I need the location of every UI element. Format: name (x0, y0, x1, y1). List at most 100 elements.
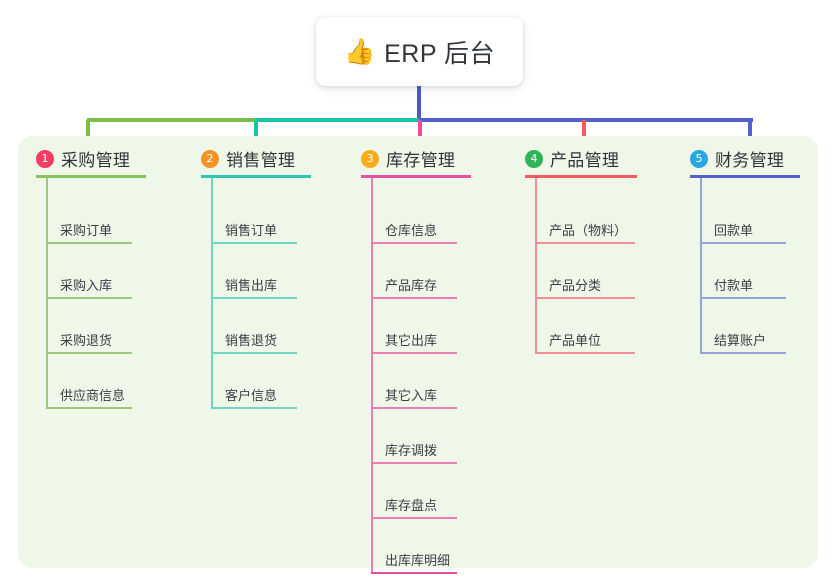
leaf-item-label: 仓库信息 (385, 223, 438, 238)
category-title-1: 采购管理 (61, 151, 131, 170)
leaf-item[interactable]: 付款单 (700, 249, 786, 299)
category-header-3[interactable]: 3 库存管理 (361, 146, 455, 171)
category-column-1: 1 采购管理采购订单采购入库采购退货供应商信息 (36, 136, 186, 568)
connector-drop-1 (86, 120, 90, 148)
leaf-item[interactable]: 产品（物料） (535, 194, 635, 244)
leaf-item-underline (700, 352, 786, 354)
leaf-item-underline (46, 242, 132, 244)
category-spine-5 (700, 178, 702, 354)
leaf-item-label: 采购退货 (60, 333, 113, 348)
leaf-item-underline (700, 242, 786, 244)
category-title-5: 财务管理 (715, 151, 785, 170)
category-underline-5 (690, 175, 800, 178)
leaf-item-label: 采购订单 (60, 223, 113, 238)
leaf-item[interactable]: 销售订单 (211, 194, 297, 244)
connector-drop-5 (748, 120, 752, 148)
leaf-item[interactable]: 出库库明细 (371, 524, 457, 574)
leaf-item-underline (46, 407, 132, 409)
root-node-title: ERP 后台 (384, 39, 496, 68)
category-underline-2 (201, 175, 311, 178)
category-spine-2 (211, 178, 213, 409)
category-title-2: 销售管理 (226, 151, 296, 170)
leaf-item-label: 回款单 (714, 223, 754, 238)
category-column-5: 5 财务管理回款单付款单结算账户 (690, 136, 820, 568)
category-badge-5: 5 (690, 149, 708, 168)
category-header-2[interactable]: 2 销售管理 (201, 146, 295, 171)
leaf-item-label: 结算账户 (714, 333, 767, 348)
leaf-item[interactable]: 其它出库 (371, 304, 457, 354)
leaf-item-underline (371, 407, 457, 409)
leaf-item-underline (211, 407, 297, 409)
thumbs-up-emoji: 👍 (343, 38, 376, 66)
leaf-item-underline (371, 517, 457, 519)
leaf-item-underline (535, 297, 635, 299)
category-spine-1 (46, 178, 48, 409)
leaf-item-label: 采购入库 (60, 278, 113, 293)
leaf-item[interactable]: 采购退货 (46, 304, 132, 354)
leaf-item-label: 客户信息 (225, 388, 278, 403)
leaf-item[interactable]: 仓库信息 (371, 194, 457, 244)
connector-drop-4 (582, 120, 586, 148)
category-title-3: 库存管理 (386, 151, 456, 170)
connector-drop-2 (254, 120, 258, 148)
category-spine-3 (371, 178, 373, 574)
leaf-item-underline (46, 297, 132, 299)
leaf-item[interactable]: 回款单 (700, 194, 786, 244)
category-column-2: 2 销售管理销售订单销售出库销售退货客户信息 (201, 136, 351, 568)
leaf-item-underline (211, 352, 297, 354)
leaf-item-label: 出库库明细 (385, 553, 451, 568)
leaf-item[interactable]: 库存调拨 (371, 414, 457, 464)
category-badge-2: 2 (201, 149, 219, 168)
leaf-item-label: 销售订单 (225, 223, 278, 238)
leaf-item[interactable]: 产品库存 (371, 249, 457, 299)
category-spine-4 (535, 178, 537, 354)
leaf-item-underline (371, 242, 457, 244)
leaf-item-label: 产品库存 (385, 278, 438, 293)
leaf-item-label: 产品（物料） (549, 223, 628, 238)
leaf-item[interactable]: 其它入库 (371, 359, 457, 409)
leaf-item[interactable]: 采购订单 (46, 194, 132, 244)
connector-bar-segment-2 (255, 118, 421, 122)
leaf-item-label: 产品单位 (549, 333, 602, 348)
leaf-item-underline (211, 242, 297, 244)
leaf-item-underline (46, 352, 132, 354)
category-underline-4 (525, 175, 637, 178)
leaf-item-underline (371, 572, 457, 574)
category-underline-1 (36, 175, 146, 178)
leaf-item-underline (371, 352, 457, 354)
leaf-item-label: 产品分类 (549, 278, 602, 293)
leaf-item-label: 供应商信息 (60, 388, 126, 403)
category-badge-3: 3 (361, 149, 379, 168)
category-panel: 1 采购管理采购订单采购入库采购退货供应商信息 2 销售管理销售订单销售出库销售退货客… (18, 136, 820, 574)
category-title-4: 产品管理 (550, 151, 620, 170)
leaf-item[interactable]: 供应商信息 (46, 359, 132, 409)
leaf-item-label: 销售出库 (225, 278, 278, 293)
leaf-item[interactable]: 销售出库 (211, 249, 297, 299)
leaf-item[interactable]: 采购入库 (46, 249, 132, 299)
connector-drop-3 (418, 120, 422, 148)
category-badge-1: 1 (36, 149, 54, 168)
leaf-item-label: 库存盘点 (385, 498, 438, 513)
category-column-3: 3 库存管理仓库信息产品库存其它出库其它入库库存调拨库存盘点出库库明细 (361, 136, 511, 574)
category-header-5[interactable]: 5 财务管理 (690, 146, 784, 171)
leaf-item-label: 付款单 (714, 278, 754, 293)
leaf-item-underline (535, 352, 635, 354)
leaf-item[interactable]: 结算账户 (700, 304, 786, 354)
leaf-item-label: 销售退货 (225, 333, 278, 348)
leaf-item-underline (535, 242, 635, 244)
leaf-item[interactable]: 销售退货 (211, 304, 297, 354)
connector-bar-segment-3 (419, 118, 753, 122)
root-node-erp-backend[interactable]: 👍 ERP 后台 (316, 17, 523, 86)
leaf-item[interactable]: 产品单位 (535, 304, 635, 354)
leaf-item[interactable]: 库存盘点 (371, 469, 457, 519)
leaf-item-underline (700, 297, 786, 299)
category-header-1[interactable]: 1 采购管理 (36, 146, 130, 171)
leaf-item[interactable]: 产品分类 (535, 249, 635, 299)
leaf-item[interactable]: 客户信息 (211, 359, 297, 409)
leaf-item-label: 其它出库 (385, 333, 438, 348)
leaf-item-underline (371, 462, 457, 464)
connector-root-stem (417, 86, 421, 122)
